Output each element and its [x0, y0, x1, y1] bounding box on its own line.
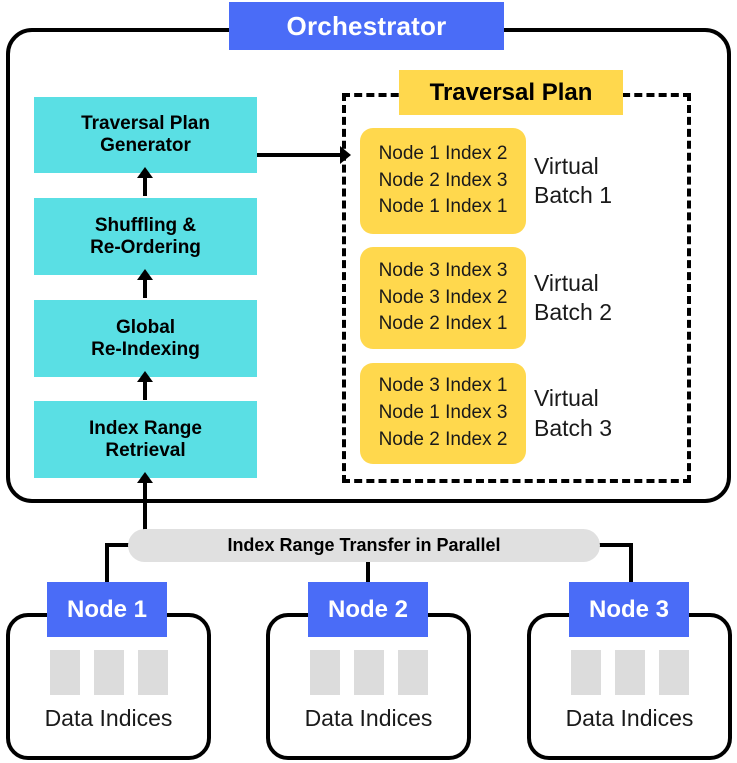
node-3-index-chips: [527, 650, 732, 695]
index-chip: [309, 650, 340, 695]
node-2-caption: Data Indices: [304, 705, 433, 731]
index-chip: [353, 650, 384, 695]
node-1-caption: Data Indices: [44, 705, 173, 731]
batch-label-line2: Batch 3: [534, 414, 612, 441]
batch-label-line1: Virtual: [534, 385, 599, 412]
pipeline-step-index-range-retrieval: Index Range Retrieval: [34, 401, 257, 478]
batch-entry: Node 3 Index 2: [378, 286, 508, 308]
pipeline-step-line2: Re-Ordering: [90, 236, 201, 258]
pipeline-step-shuffling-reordering: Shuffling & Re-Ordering: [34, 198, 257, 275]
virtual-batch-label: Virtual Batch 1: [534, 128, 684, 234]
pipeline-step-line2: Re-Indexing: [91, 338, 200, 360]
transfer-label: Index Range Transfer in Parallel: [128, 529, 600, 562]
transfer-bus-drop-right: [629, 543, 633, 596]
pipeline-step-line1: Index Range: [89, 417, 202, 439]
pipeline-step-line2: Generator: [100, 135, 191, 156]
batch-entry: Node 1 Index 1: [378, 196, 508, 218]
batch-entry: Node 2 Index 2: [378, 428, 508, 450]
arrow-right-icon: [257, 146, 351, 164]
index-chip: [137, 650, 168, 695]
index-chip: [93, 650, 124, 695]
node-3-label: Node 3: [569, 582, 689, 637]
node-3-caption: Data Indices: [565, 705, 694, 731]
pipeline-step-line1: Global: [115, 316, 176, 338]
node-1-index-chips: [6, 650, 211, 695]
traversal-plan-title: Traversal Plan: [399, 70, 623, 115]
virtual-batch-label: Virtual Batch 2: [534, 247, 684, 349]
arrow-up-icon: [137, 472, 153, 546]
transfer-bus-drop-left: [105, 543, 109, 596]
arrow-up-icon: [137, 269, 153, 298]
pipeline-step-global-reindexing: Global Re-Indexing: [34, 300, 257, 377]
index-chip: [570, 650, 601, 695]
pipeline-step-line2: Retrieval: [105, 439, 186, 461]
pipeline-step-line1: Shuffling &: [94, 214, 197, 236]
batch-entry: Node 2 Index 1: [378, 313, 508, 335]
batch-entry: Node 3 Index 3: [378, 259, 508, 281]
virtual-batch-entries: Node 1 Index 2 Node 2 Index 3 Node 1 Ind…: [360, 128, 526, 234]
virtual-batch-label: Virtual Batch 3: [534, 363, 684, 464]
transfer-bus-drop-center: [366, 560, 370, 596]
batch-entry: Node 3 Index 1: [378, 375, 508, 397]
index-chip: [614, 650, 645, 695]
batch-label-line2: Batch 1: [534, 182, 612, 208]
batch-label-line1: Virtual: [534, 269, 599, 296]
virtual-batch-entries: Node 3 Index 1 Node 1 Index 3 Node 2 Ind…: [360, 363, 526, 464]
orchestrator-title: Orchestrator: [229, 2, 504, 50]
virtual-batch-entries: Node 3 Index 3 Node 3 Index 2 Node 2 Ind…: [360, 247, 526, 349]
node-1-label: Node 1: [47, 582, 167, 637]
index-chip: [49, 650, 80, 695]
pipeline-step-line1: Traversal Plan: [81, 113, 210, 135]
node-2-label: Node 2: [308, 582, 428, 637]
index-chip: [658, 650, 689, 695]
batch-label-line1: Virtual: [534, 152, 599, 179]
arrow-up-icon: [137, 167, 153, 196]
node-2-index-chips: [266, 650, 471, 695]
batch-entry: Node 1 Index 3: [378, 402, 508, 424]
batch-label-line2: Batch 2: [534, 299, 612, 325]
index-chip: [397, 650, 428, 695]
pipeline-step-traversal-plan-generator: Traversal Plan Generator: [34, 97, 257, 173]
batch-entry: Node 1 Index 2: [378, 142, 508, 164]
arrow-up-icon: [137, 371, 153, 400]
batch-entry: Node 2 Index 3: [378, 169, 508, 191]
